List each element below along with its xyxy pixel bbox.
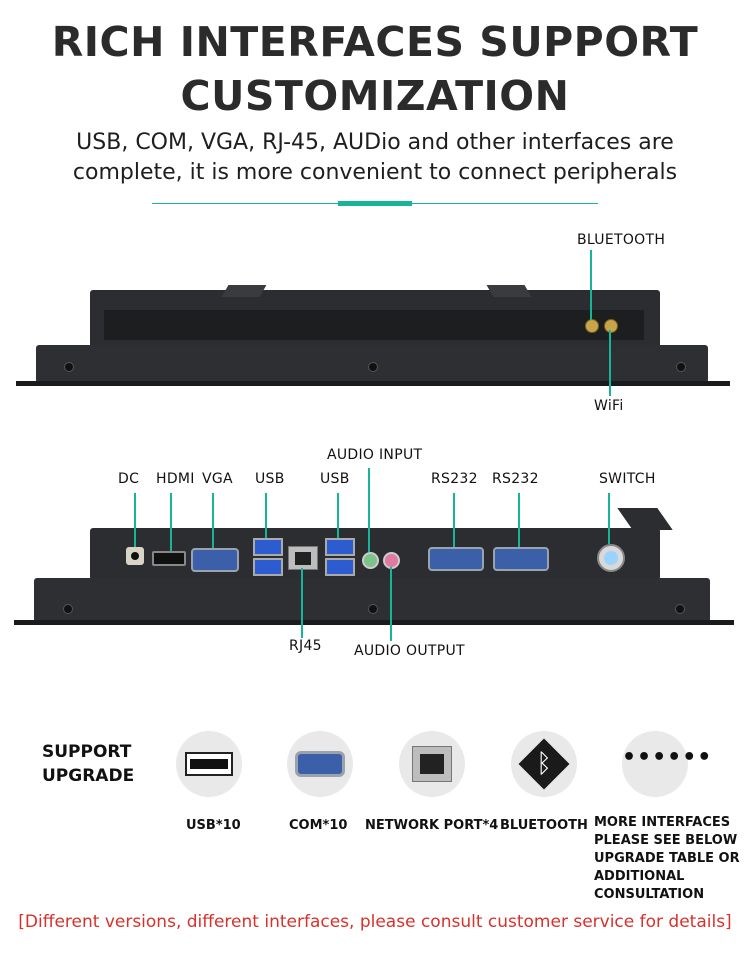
chassis-panel <box>104 310 644 340</box>
callout-line <box>265 493 267 538</box>
chassis-edge <box>617 508 673 530</box>
rs232-port <box>493 547 549 571</box>
frame-lip <box>16 381 730 386</box>
callout-line <box>390 567 392 641</box>
hdmi-port <box>152 551 186 566</box>
label-usb-1: USB <box>255 471 285 487</box>
callout-line <box>337 493 339 538</box>
com-port-icon <box>287 731 353 797</box>
label-wifi: WiFi <box>594 398 624 414</box>
power-switch <box>597 544 625 572</box>
usb-port <box>253 558 283 576</box>
device-top-view: BLUETOOTH WiFi <box>0 228 750 418</box>
callout-line <box>170 493 172 551</box>
label-usb-2: USB <box>320 471 350 487</box>
label-rs232-1: RS232 <box>431 471 478 487</box>
label-switch: SWITCH <box>599 471 656 487</box>
footer-note: [Different versions, different interface… <box>18 912 732 932</box>
divider-accent <box>338 201 412 206</box>
chassis-tab <box>486 285 532 297</box>
bluetooth-antenna-connector <box>585 319 599 333</box>
heading-line-1: SUPPORT <box>42 742 132 762</box>
label-audio-input: AUDIO INPUT <box>327 447 423 463</box>
dc-port <box>126 547 144 565</box>
title-line-1: RICH INTERFACES SUPPORT <box>51 18 699 66</box>
label-bluetooth-upgrade: BLUETOOTH <box>500 818 588 833</box>
label-com-upgrade: COM*10 <box>289 818 348 833</box>
label-rs232-2: RS232 <box>492 471 539 487</box>
callout-line <box>518 493 520 547</box>
callout-line <box>453 493 455 547</box>
usb-port <box>325 538 355 556</box>
label-vga: VGA <box>202 471 233 487</box>
more-line: ADDITIONAL <box>594 869 685 884</box>
label-rj45: RJ45 <box>289 638 322 654</box>
chassis-tab <box>221 285 267 297</box>
bluetooth-icon: ᛒ <box>511 731 577 797</box>
more-line: PLEASE SEE BELOW <box>594 833 738 848</box>
callout-line <box>212 493 214 548</box>
rj45-port <box>288 546 318 570</box>
callout-line <box>368 468 370 552</box>
screw <box>368 604 378 614</box>
screw <box>676 362 686 372</box>
callout-line <box>134 493 136 547</box>
frame-bottom <box>34 578 710 622</box>
screw <box>64 362 74 372</box>
label-bluetooth: BLUETOOTH <box>577 232 666 248</box>
label-audio-output: AUDIO OUTPUT <box>354 643 465 659</box>
label-dc: DC <box>118 471 140 487</box>
network-port-icon <box>399 731 465 797</box>
usb-port-icon <box>176 731 242 797</box>
callout-line <box>590 250 592 320</box>
audio-input-jack <box>362 552 379 569</box>
heading-line-2: UPGRADE <box>42 766 135 786</box>
title-line-2: CUSTOMIZATION <box>180 72 570 120</box>
more-line: CONSULTATION <box>594 887 705 902</box>
callout-line <box>608 493 610 544</box>
usb-port <box>253 538 283 556</box>
more-line: MORE INTERFACES <box>594 815 731 830</box>
callout-line <box>301 568 303 638</box>
vga-port <box>191 548 239 572</box>
more-line: UPGRADE TABLE OR <box>594 851 740 866</box>
frame-lip <box>14 620 734 625</box>
callout-line <box>609 330 611 396</box>
device-ports-view: DC HDMI VGA USB USB AUDIO INPUT RS232 RS… <box>0 440 750 670</box>
ellipsis-icon: •••••• <box>622 731 711 797</box>
label-network-upgrade: NETWORK PORT*4 <box>365 818 499 833</box>
rs232-port <box>428 547 484 571</box>
support-upgrade-heading: SUPPORT UPGRADE <box>42 740 134 788</box>
label-hdmi: HDMI <box>156 471 195 487</box>
more-interfaces-text: MORE INTERFACES PLEASE SEE BELOW UPGRADE… <box>594 814 740 904</box>
screw <box>675 604 685 614</box>
wifi-antenna-connector <box>604 319 618 333</box>
subtitle-line-1: USB, COM, VGA, RJ-45, AUDio and other in… <box>76 130 674 155</box>
label-usb-upgrade: USB*10 <box>186 818 241 833</box>
screw <box>63 604 73 614</box>
subtitle-line-2: complete, it is more convenient to conne… <box>72 160 678 185</box>
usb-port <box>325 558 355 576</box>
screw <box>368 362 378 372</box>
